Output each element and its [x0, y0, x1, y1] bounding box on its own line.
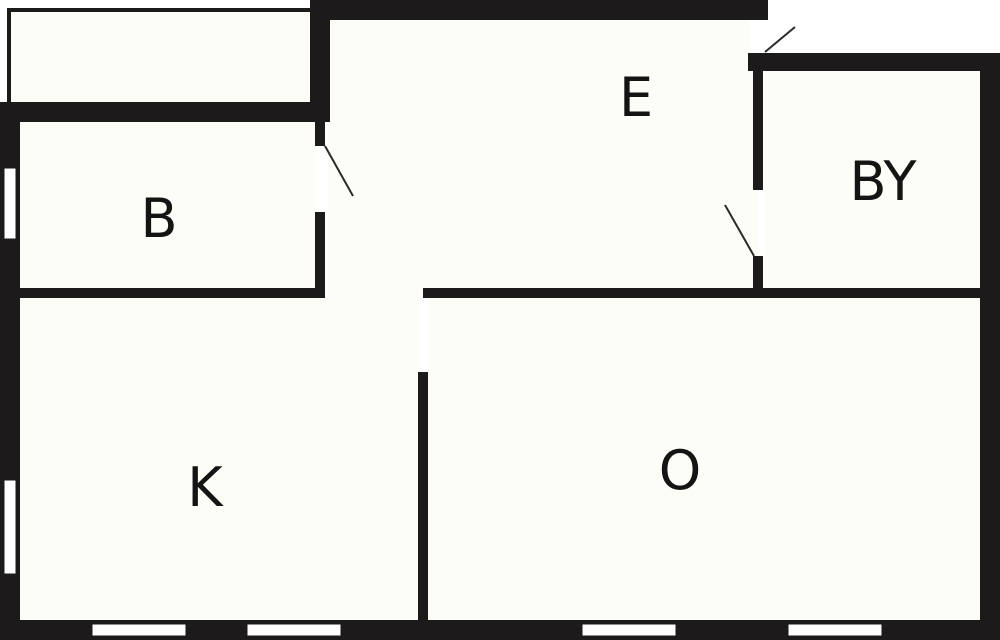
- window-living-bottom-2: [787, 623, 883, 637]
- label-living: O: [659, 439, 702, 502]
- door-swing-bedroom: [324, 145, 354, 197]
- floor-areas: [10, 12, 980, 620]
- storage-wall-left: [7, 8, 11, 104]
- room-labels: B E BY K O: [140, 66, 917, 519]
- kitchen-living-divider: [418, 372, 428, 624]
- windows: [3, 167, 883, 637]
- window-kitchen-left: [3, 479, 17, 575]
- door-swing-entrance: [764, 26, 796, 53]
- bedroom-right-wall-upper: [315, 120, 325, 146]
- kitchen-floor: [20, 298, 420, 620]
- window-kitchen-bottom-1: [91, 623, 187, 637]
- label-bedroom: B: [140, 187, 177, 250]
- bedroom-right-wall-lower: [315, 212, 325, 298]
- bathroom-floor: [765, 70, 980, 292]
- storage-floor: [10, 12, 310, 102]
- window-living-bottom-1: [581, 623, 677, 637]
- window-kitchen-bottom-2: [246, 623, 342, 637]
- label-entrance: E: [619, 66, 653, 129]
- door-swing-bathroom: [724, 204, 755, 257]
- storage-wall-top: [7, 8, 313, 12]
- bedroom-floor: [20, 122, 316, 292]
- storage-right-wall: [310, 0, 330, 122]
- label-kitchen: K: [187, 456, 224, 519]
- right-exterior-wall: [980, 53, 1000, 640]
- bathroom-left-wall-lower: [753, 256, 763, 298]
- bathroom-top-wall: [748, 53, 1000, 71]
- bedroom-bottom-wall: [18, 288, 325, 298]
- label-bathroom: BY: [849, 150, 917, 213]
- doors: [324, 20, 796, 257]
- middle-horizontal-wall: [423, 288, 983, 298]
- entrance-floor: [328, 18, 758, 298]
- living-floor: [428, 298, 980, 620]
- top-exterior-wall: [310, 0, 768, 20]
- storage-bedroom-wall: [0, 102, 330, 122]
- bathroom-left-wall-upper: [753, 53, 763, 190]
- entrance-door-opening: [750, 20, 758, 53]
- window-bedroom-left: [3, 167, 17, 240]
